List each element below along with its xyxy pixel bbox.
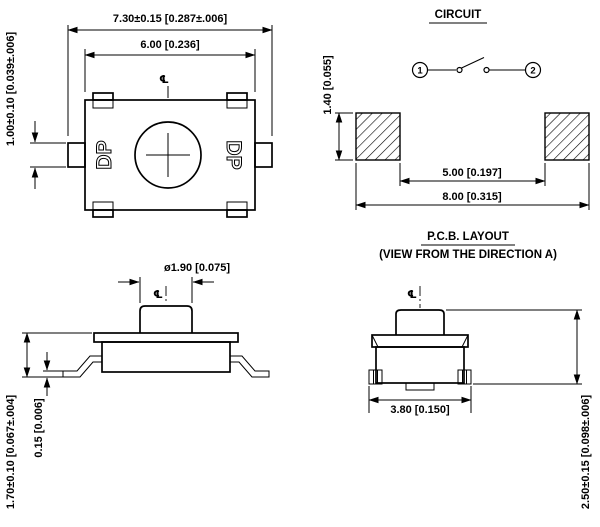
side-foot-right — [457, 369, 472, 385]
pcb-pad-left — [355, 112, 401, 161]
corner-detail — [92, 99, 114, 109]
terminal-2-label: 2 — [530, 66, 535, 77]
cover-corner-detail — [371, 334, 379, 348]
side-cover-plate — [371, 334, 469, 348]
dim-actuator-dia-label: ø1.90 [0.075] — [164, 262, 230, 274]
switch-lever — [461, 57, 485, 69]
centerline-icon: ℄ — [153, 289, 163, 301]
dim-outer-span-label: 8.00 [0.315] — [442, 191, 502, 203]
pcb-layout-subtitle: (VIEW FROM THE DIRECTION A) — [379, 249, 557, 261]
front-body — [101, 341, 231, 373]
side-foot-left — [368, 369, 383, 385]
top-view-tab-top-right — [226, 92, 248, 101]
circuit-title: CIRCUIT — [435, 9, 482, 21]
dim-pad-height-label: 1.40 [0.055] — [322, 55, 334, 115]
cover-corner-detail — [461, 334, 469, 348]
top-view-lead-left — [67, 142, 86, 168]
front-actuator-stem — [139, 305, 193, 333]
stamp-right: DP — [222, 140, 245, 169]
side-body — [375, 346, 465, 384]
centerline-icon: ℄ — [159, 74, 169, 86]
contact-point-right — [483, 66, 490, 74]
dim-inner-span-label: 5.00 [0.197] — [442, 167, 502, 179]
front-lead-right — [229, 355, 270, 378]
top-view: DP DP 7.30±0.15 [0.287±.006] 6.00 [0.236… — [5, 13, 273, 218]
pcb-pad-right — [544, 112, 590, 161]
front-lead-left — [62, 355, 103, 378]
side-view: ℄ 3.80 [0.150] 2.50±0.15 [0.098±.006] — [368, 286, 592, 510]
dim-base-width-label: 3.80 [0.150] — [390, 404, 450, 416]
contact-point-left — [456, 66, 463, 74]
dim-overall-height-label: 2.50±0.15 [0.098±.006] — [580, 395, 592, 510]
dim-lead-thickness-label: 0.15 [0.006] — [33, 398, 45, 458]
terminal-1-label: 1 — [417, 66, 423, 77]
corner-detail — [226, 99, 248, 109]
pcb-layout-title: P.C.B. LAYOUT — [427, 231, 509, 243]
top-view-tab-bottom-right — [226, 209, 248, 218]
centerline-icon: ℄ — [407, 289, 417, 301]
pcb-layout: 1.40 [0.055] 5.00 [0.197] 8.00 [0.315] P… — [322, 55, 590, 261]
side-actuator-stem — [395, 309, 445, 335]
actuator-circle — [134, 121, 202, 189]
corner-detail — [226, 201, 248, 211]
dim-lead-height-label: 1.00±0.10 [0.039±.006] — [5, 32, 17, 147]
stamp-left: DP — [93, 140, 116, 169]
top-view-tab-bottom-left — [92, 209, 114, 218]
dim-body-width-label: 6.00 [0.236] — [140, 39, 200, 51]
top-view-lead-right — [254, 142, 273, 168]
front-cover-plate — [93, 332, 239, 343]
top-view-tab-top-left — [92, 92, 114, 101]
circuit-diagram: CIRCUIT 1 2 — [411, 9, 542, 79]
side-bottom-tab — [405, 382, 435, 391]
dim-overall-width-label: 7.30±0.15 [0.287±.006] — [113, 13, 228, 25]
corner-detail — [92, 201, 114, 211]
front-view: ℄ ø1.90 [0.075] 0.15 [0.006] 1.70±0.10 [… — [5, 262, 270, 510]
dim-body-height-label: 1.70±0.10 [0.067±.004] — [5, 395, 17, 510]
terminal-2-circle — [524, 61, 542, 79]
